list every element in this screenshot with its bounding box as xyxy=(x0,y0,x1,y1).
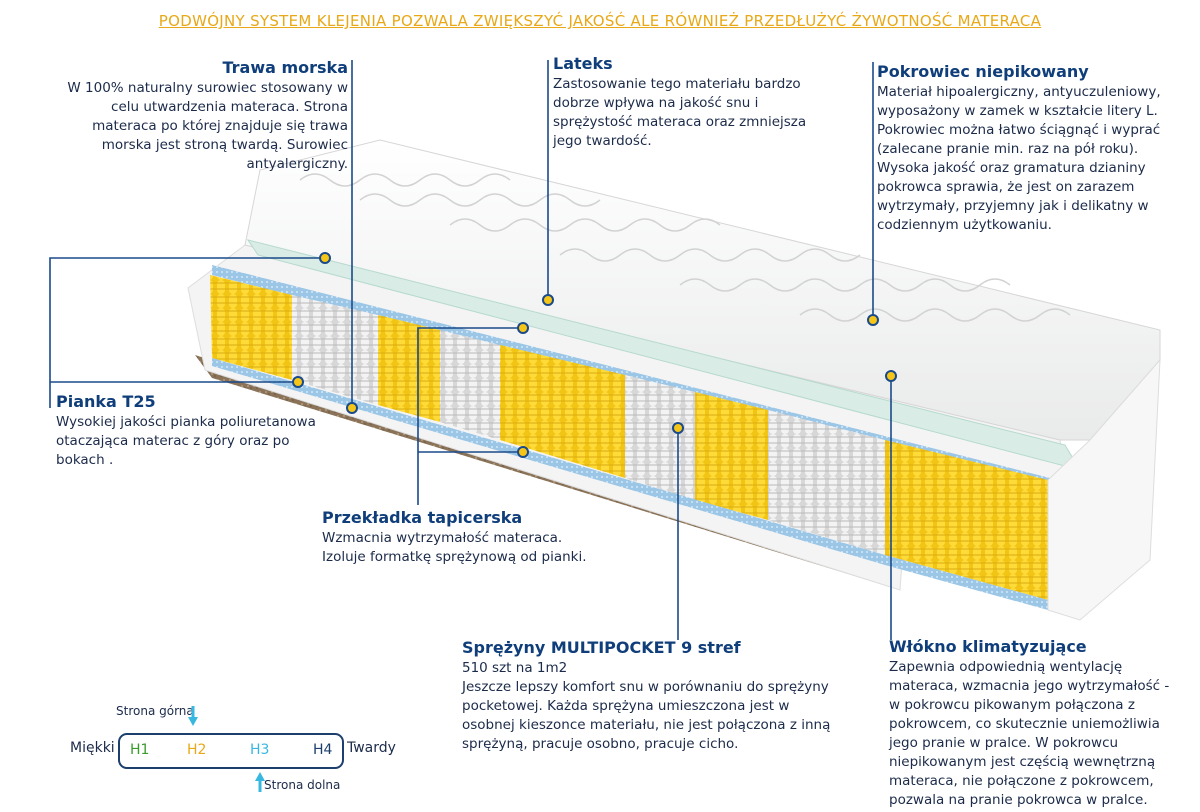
feature-foam-line: bokach . xyxy=(56,452,114,468)
feature-padding-line: Wzmacnia wytrzymałość materaca. xyxy=(322,530,563,546)
feature-fiber-line: pozwala na pranie pokrowca w pralce. xyxy=(889,792,1148,808)
callout-dots xyxy=(292,252,897,458)
feature-foam-line: Wysokiej jakości pianka poliuretanowa xyxy=(56,414,316,430)
feature-seaweed: Trawa morska W 100% naturalny surowiec s… xyxy=(40,58,348,174)
feature-cover-line: wytrzymały, przyjemny jak i delikatny w xyxy=(877,198,1149,214)
callout-lines xyxy=(49,60,892,640)
feature-fiber: Włókno klimatyzujące Zapewnia odpowiedni… xyxy=(889,637,1194,810)
quilt-pattern xyxy=(299,173,1071,322)
dot-padding-top xyxy=(517,322,529,334)
spring-zone-1 xyxy=(210,275,292,380)
feature-cover-line: pokrowca sprawia, że jest on zarazem xyxy=(877,179,1135,195)
dot-fiber xyxy=(885,370,897,382)
arrow-up-icon xyxy=(255,772,265,792)
padding-layer-bottom xyxy=(212,358,1048,610)
feature-padding: Przekładka tapicerska Wzmacnia wytrzymał… xyxy=(322,508,642,567)
feature-seaweed-title: Trawa morska xyxy=(222,58,348,77)
feature-cover-line: Pokrowiec można łatwo ściągnąć i wyprać xyxy=(877,122,1161,138)
feature-foam-title: Pianka T25 xyxy=(56,392,156,411)
feature-seaweed-line: antyalergiczny. xyxy=(246,156,349,172)
headline: PODWÓJNY SYSTEM KLEJENIA POZWALA ZWIĘKSZ… xyxy=(158,12,1042,30)
spring-zone-6 xyxy=(625,375,695,500)
spring-zone-7 xyxy=(695,392,768,520)
feature-fiber-line: materaca, wzmacnia jego wytrzymałość - xyxy=(889,678,1170,694)
feature-fiber-title: Włókno klimatyzujące xyxy=(889,637,1087,656)
dot-padding-bottom xyxy=(517,446,529,458)
feature-latex-line: jego twardość. xyxy=(553,133,652,149)
feature-latex-line: sprężystość materaca oraz zmniejsza xyxy=(553,114,807,130)
top-side-label: Strona górna xyxy=(116,704,194,718)
feature-springs-title: Sprężyny MULTIPOCKET 9 stref xyxy=(462,638,741,657)
dot-latex xyxy=(542,294,554,306)
feature-cover-title: Pokrowiec niepikowany xyxy=(877,62,1089,81)
feature-fiber-line: pokrowcem, co skutecznie uniemożliwia xyxy=(889,716,1160,732)
level-h3: H3 xyxy=(250,742,270,758)
feature-latex-line: Zastosowanie tego materiału bardzo xyxy=(553,76,801,92)
bottom-side-label: Strona dolna xyxy=(264,778,341,792)
firmness-legend: Strona górna Miękki H1 H2 H3 H4 Twardy S… xyxy=(60,690,420,800)
feature-latex: Lateks Zastosowanie tego materiału bardz… xyxy=(553,54,853,151)
feature-fiber-line: materaca, nie połączone z pokrowcem, xyxy=(889,773,1154,789)
hard-label: Twardy xyxy=(347,740,396,756)
feature-seaweed-line: morska jest stroną twardą. Surowiec xyxy=(101,137,348,153)
feature-foam-line: otaczająca materac z góry oraz po xyxy=(56,433,290,449)
level-h1: H1 xyxy=(130,742,150,758)
foam-end xyxy=(1047,358,1161,621)
feature-cover: Pokrowiec niepikowany Materiał hipoalerg… xyxy=(877,62,1195,235)
feature-latex-title: Lateks xyxy=(553,54,613,73)
feature-springs-line: Jeszcze lepszy komfort snu w porównaniu … xyxy=(462,679,829,695)
mattress-top-cover xyxy=(244,139,1161,441)
soft-label: Miękki xyxy=(70,740,115,756)
feature-cover-line: wyposażony w zamek w kształcie litery L. xyxy=(877,103,1158,119)
spring-zone-5 xyxy=(500,345,625,478)
dot-springs xyxy=(672,422,684,434)
feature-fiber-line: w pokrowcu pikowanym połączona z xyxy=(889,697,1135,713)
feature-cover-line: Wysoka jakość oraz gramatura dzianiny xyxy=(877,160,1146,176)
dot-seaweed xyxy=(346,402,358,414)
firmness-scale: H1 H2 H3 H4 xyxy=(118,733,344,769)
mattress xyxy=(187,139,1161,621)
feature-springs-line: 510 szt na 1m2 xyxy=(462,660,568,676)
spring-zone-9 xyxy=(885,440,1048,600)
dot-cover xyxy=(867,314,879,326)
feature-cover-line: (zalecane pranie min. raz na pół roku). xyxy=(877,141,1139,157)
spring-zone-3 xyxy=(378,315,440,422)
spring-zone-2 xyxy=(292,295,378,405)
spring-zone-8 xyxy=(768,410,885,555)
feature-seaweed-line: materaca po której znajduje się trawa xyxy=(92,118,348,134)
level-h4: H4 xyxy=(313,742,333,758)
feature-cover-line: codziennym użytkowaniu. xyxy=(877,217,1052,233)
feature-cover-line: Materiał hipoalergiczny, antyuczuleniowy… xyxy=(877,84,1161,100)
dot-foam-side xyxy=(292,376,304,388)
feature-seaweed-line: W 100% naturalny surowiec stosowany w xyxy=(67,80,348,96)
arrow-down-icon xyxy=(188,706,198,726)
feature-padding-title: Przekładka tapicerska xyxy=(322,508,523,527)
feature-latex-line: dobrze wpływa na jakość snu i xyxy=(553,95,759,111)
level-h2: H2 xyxy=(187,742,207,758)
feature-springs-line: sprężyną, pracuje osobno, pracuje cicho. xyxy=(462,736,739,752)
feature-fiber-line: jego pranie w pralce. W pokrowcu xyxy=(889,735,1119,751)
dot-foam-top xyxy=(319,252,331,264)
feature-springs-line: osobnej kieszonce materiału, nie jest po… xyxy=(462,717,831,733)
feature-foam: Pianka T25 Wysokiej jakości pianka poliu… xyxy=(56,392,356,470)
feature-springs-line: pocketowej. Każda sprężyna umieszczona j… xyxy=(462,698,790,714)
feature-padding-line: Izoluje formatkę sprężynową od pianki. xyxy=(322,549,587,565)
feature-seaweed-line: celu utwardzenia materaca. Strona xyxy=(111,99,348,115)
feature-springs: Sprężyny MULTIPOCKET 9 stref 510 szt na … xyxy=(462,638,862,754)
spring-zone-4 xyxy=(440,330,500,440)
feature-fiber-line: Zapewnia odpowiednią wentylację xyxy=(889,659,1123,675)
feature-fiber-line: niepikowanym jest częścią wewnętrzną xyxy=(889,754,1156,770)
